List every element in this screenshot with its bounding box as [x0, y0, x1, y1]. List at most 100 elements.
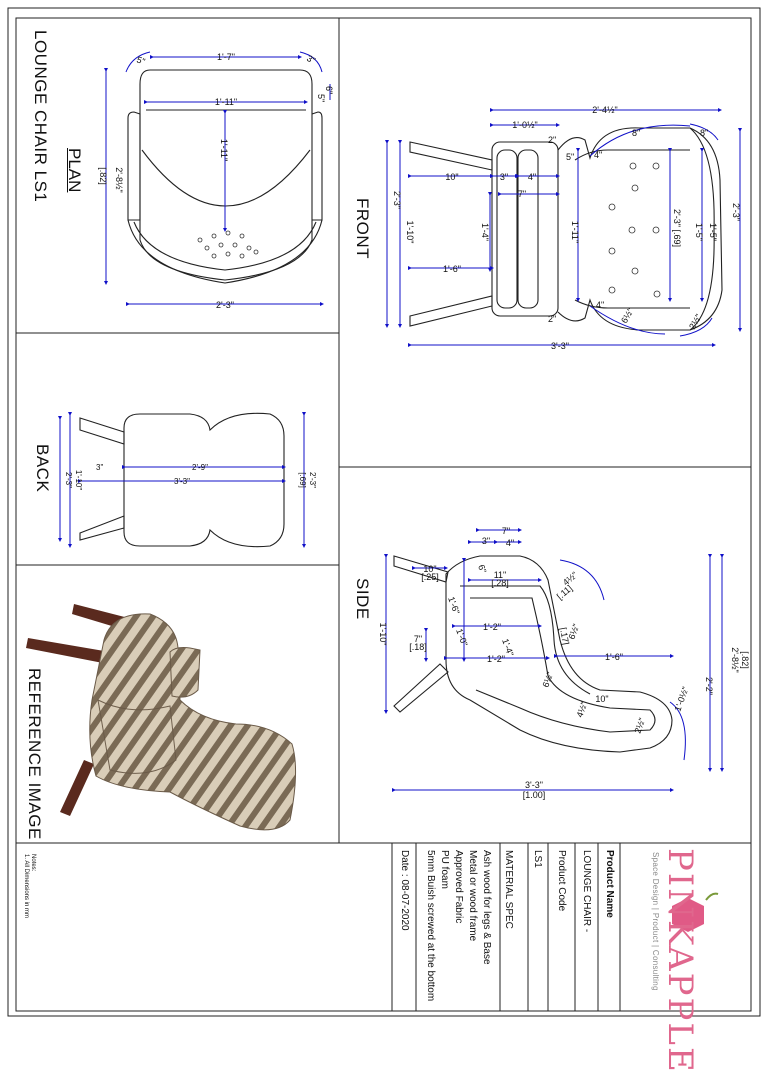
front-back-h: 1'-11"	[570, 221, 580, 243]
front-frame-a: 3"	[500, 172, 508, 182]
material-heading: MATERIAL SPEC	[503, 850, 514, 929]
front-cushion-a: 2"	[548, 135, 556, 145]
plan-edge-b: 5"	[316, 94, 326, 102]
plan-corner-left: 5"	[135, 54, 146, 66]
material-5: 5mm Buish screwed at the bottom	[425, 850, 436, 1002]
back-h-b: 1'-10"	[74, 470, 83, 491]
side-seat-a: 3"	[482, 536, 490, 546]
plan-edge-a: 6"	[324, 86, 334, 94]
material-3: Approved Fabric	[453, 850, 464, 924]
back-dimension-lines	[58, 412, 306, 548]
front-low-c: 6½"	[619, 306, 636, 325]
front-arm-in: 4"	[594, 150, 602, 160]
plan-corner-right: 3"	[305, 53, 317, 66]
plan-overall-depth: 2'-8½"	[114, 167, 124, 192]
front-seat-h: 1'-4"	[480, 223, 490, 241]
plan-title: PLAN	[65, 148, 84, 193]
back-h-c-m: [.69]	[298, 472, 307, 488]
back-h-a: 2'-3"	[64, 472, 73, 488]
front-low-b: 4"	[596, 300, 604, 310]
product-code-value: LS1	[532, 850, 543, 868]
notes-line: 1. All Dimensions in mm	[23, 854, 29, 919]
front-back-inner: 1'-5"	[694, 223, 704, 241]
sheet-frame	[7, 7, 761, 1017]
brand-tagline: Space Design | Product | Consulting	[651, 852, 660, 991]
front-gap-top: 5"	[566, 152, 574, 162]
side-seat-b: 4"	[506, 538, 514, 548]
side-title: SIDE	[353, 578, 372, 620]
material-1: Ash wood for legs & Base	[481, 850, 492, 965]
side-dimension-lines	[384, 528, 724, 792]
side-seat-top: 7"	[502, 526, 510, 536]
front-overall-length: 3'-3"	[551, 341, 569, 351]
back-h-c: 2'-3"	[308, 472, 317, 488]
back-title: BACK	[33, 444, 52, 493]
plan-inner-width: 1'-11"	[215, 97, 237, 107]
side-height-c: 1'-10"	[378, 623, 388, 646]
sheet-title: LOUNGE CHAIR LS1	[31, 30, 50, 203]
side-overall-length: 3'-3"	[525, 780, 543, 790]
side-depth-f: 1'-2"	[487, 654, 505, 664]
side-leg: 10"	[423, 564, 436, 574]
side-depth-d: 1'-2"	[483, 622, 501, 632]
back-view-drawing	[79, 412, 285, 548]
side-curve-r: 4½"	[561, 570, 579, 588]
side-leg-h: 7"	[414, 634, 422, 644]
back-dimension-texts: 2'-9" 3'-3" 3" 2'-3" 1'-10" 2'-3" [.69]	[64, 463, 317, 490]
front-tufting	[608, 162, 661, 298]
side-leg-m: [.25]	[421, 572, 439, 582]
front-leg-span: 1'-6"	[443, 264, 461, 274]
product-code-label: Product Code	[556, 850, 567, 912]
back-width: 2'-9"	[192, 463, 208, 472]
side-inner-a: 6½"	[566, 622, 581, 640]
side-end-r: 1'-0½"	[672, 685, 690, 712]
brand-name: PINKAPPLE	[660, 848, 700, 1074]
plan-seat-dots	[197, 230, 259, 259]
side-depth-b: 1'-6"	[446, 595, 462, 615]
date-text: Date : 08-07-2020	[399, 850, 410, 931]
front-low-a: 2"	[548, 314, 556, 324]
product-name-value: LOUNGE CHAIR -	[581, 850, 592, 933]
front-frame-b: 4"	[528, 172, 536, 182]
side-mid: 11"	[494, 570, 507, 580]
side-leg-h-m: [.18]	[409, 642, 427, 652]
front-back-curve: 8"	[632, 128, 640, 138]
front-frame-c: 7"	[518, 189, 526, 199]
side-curve-m: [.11]	[555, 583, 574, 601]
front-height-a: 1'-10"	[405, 221, 415, 244]
side-overall-length-m: [1.00]	[523, 790, 546, 800]
material-2: Metal or wood frame	[467, 850, 478, 942]
side-inner-d: 2½"	[632, 716, 647, 734]
drawing-canvas: 1'-7" 1'-11" 1'-11" 2'-3" 2'-8½" [.82] 5…	[7, 7, 761, 1017]
back-small: 3"	[96, 463, 103, 472]
side-inner-b: 6½"	[540, 670, 555, 688]
front-leg-reach: 10"	[445, 172, 458, 182]
side-bottom: 10"	[595, 694, 608, 704]
side-dimension-texts: 7" 3" 4" 10" [.25] 11" [.28] 4½" [.11] 6…	[378, 526, 750, 800]
side-height-b: 2'-2"	[704, 677, 714, 695]
product-name-label: Product Name	[604, 850, 615, 918]
plan-top-width: 1'-7"	[217, 52, 235, 62]
plan-dimension-texts: 1'-7" 1'-11" 1'-11" 2'-3" 2'-8½" [.82] 5…	[98, 52, 334, 310]
reference-chair-photo	[26, 604, 297, 831]
side-overall-height-m: [.82]	[740, 651, 750, 669]
plan-overall-width: 2'-3"	[216, 300, 234, 310]
side-overall-height: 2'-8½"	[730, 647, 740, 672]
front-overall-height: 2'-3"	[392, 191, 402, 209]
side-view-drawing	[393, 555, 673, 753]
side-seat-len: 1'-6"	[605, 652, 623, 662]
side-inner-m: [.17]	[558, 627, 571, 646]
reference-title: REFERENCE IMAGE	[25, 668, 44, 840]
front-seat-depth: 1'-0½"	[512, 120, 537, 130]
front-title: FRONT	[353, 198, 372, 260]
front-dimension-lines	[385, 108, 742, 347]
material-4: PU foam	[439, 850, 450, 889]
plan-depth-inner: 1'-11"	[219, 139, 229, 161]
notes-heading: Notes:	[30, 854, 36, 872]
drawing-sheet: 1'-7" 1'-11" 1'-11" 2'-3" 2'-8½" [.82] 5…	[7, 7, 761, 1074]
pinkapple-logo-icon	[672, 892, 719, 932]
plan-dimension-lines	[104, 51, 331, 306]
plan-overall-depth-m: [.82]	[98, 167, 108, 185]
front-overall-width: 2'-4½"	[592, 105, 617, 115]
front-view-drawing	[409, 127, 723, 331]
